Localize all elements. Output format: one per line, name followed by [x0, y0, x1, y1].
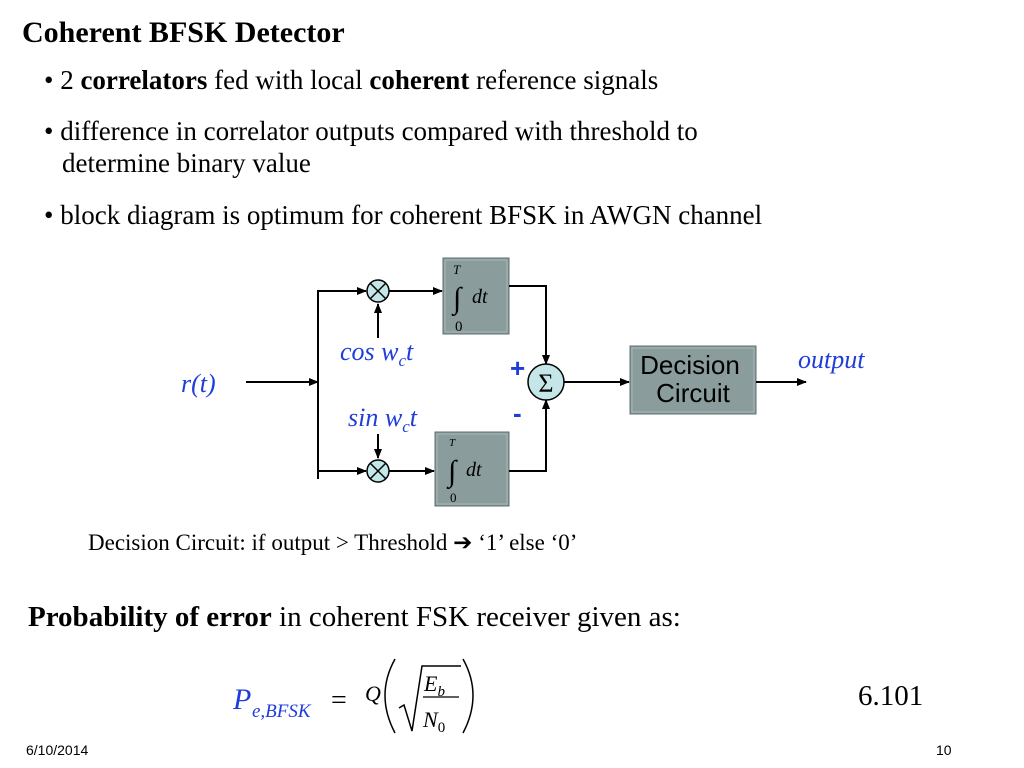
upper-branch-wire	[317, 287, 367, 479]
lower-int-to-summer-wire	[509, 399, 550, 472]
bullet-correlators: • 2 correlators fed with local coherent …	[44, 63, 658, 97]
decision-label-line2: Circuit	[656, 378, 730, 408]
lower-limit: 0	[455, 319, 463, 335]
bullet-text-line1: difference in correlator outputs compare…	[60, 116, 698, 146]
upper-integrator: T ∫ dt 0	[442, 257, 510, 335]
decision-rule-note: Decision Circuit: if output > Threshold …	[88, 530, 577, 556]
bullet-text-pre: 2	[60, 65, 81, 95]
right-paren	[462, 658, 474, 734]
bullet-text: block diagram is optimum for coherent BF…	[60, 200, 763, 230]
lower-integrator: T ∫ dt 0	[434, 431, 510, 507]
probability-bold: Probability of error	[28, 601, 272, 633]
formula-Q: Q	[365, 681, 381, 706]
bullet-mark: •	[44, 65, 54, 95]
bullet-mark: •	[44, 200, 54, 230]
bullet-bold-correlators: correlators	[80, 65, 208, 95]
plus-sign: +	[510, 353, 525, 383]
dt-label: dt	[466, 459, 482, 481]
integral-sign: ∫	[451, 282, 463, 317]
decision-circuit-box: Decision Circuit	[629, 345, 757, 415]
formula-subscript: e,BFSK	[252, 701, 312, 722]
upper-multiplier	[366, 279, 390, 303]
left-paren	[384, 658, 396, 734]
lower-limit: 0	[450, 490, 457, 505]
input-signal-label: r(t)	[181, 369, 216, 398]
sigma-symbol: Σ	[538, 369, 553, 398]
bullet-difference-line2: determine binary value	[62, 148, 311, 178]
lower-multiplier	[366, 459, 390, 483]
decision-label-line1: Decision	[640, 350, 740, 380]
probability-heading: Probability of error in coherent FSK rec…	[28, 601, 681, 634]
denominator: N0	[422, 707, 445, 736]
decision-rule-post: ‘1’ else ‘0’	[472, 530, 578, 555]
upper-limit: T	[453, 262, 461, 277]
sqrt-sign	[398, 665, 461, 732]
formula-equals: =	[331, 685, 347, 716]
dt-label: dt	[472, 286, 488, 308]
cos-reference-label: cos wct	[340, 337, 414, 370]
upper-int-to-summer-wire	[509, 285, 550, 365]
bullet-bold-coherent: coherent	[369, 65, 470, 95]
sin-reference-label: sin wct	[348, 403, 418, 436]
upper-limit: T	[449, 437, 456, 449]
bullet-text-post: reference signals	[469, 65, 659, 95]
footer-date: 6/10/2014	[26, 742, 89, 758]
output-label: output	[798, 345, 865, 374]
slide-title: Coherent BFSK Detector	[22, 16, 345, 49]
arrow-icon: ➔	[453, 530, 473, 555]
summer: Σ	[527, 363, 565, 401]
decision-rule-pre: Decision Circuit: if output > Threshold	[88, 530, 454, 555]
minus-sign: -	[513, 398, 522, 428]
formula-P: P	[232, 683, 251, 716]
probability-formula: P e,BFSK = Q Eb N0	[232, 658, 474, 736]
probability-rest: in coherent FSK receiver given as:	[271, 601, 681, 633]
equation-number: 6.101	[858, 680, 924, 712]
bullet-mark: •	[44, 116, 54, 146]
bullet-text-mid: fed with local	[207, 65, 370, 95]
numerator: Eb	[423, 671, 445, 700]
integral-sign: ∫	[446, 455, 458, 490]
bullet-optimum: • block diagram is optimum for coherent …	[44, 198, 762, 232]
footer-page-number: 10	[936, 742, 952, 758]
bullet-difference: • difference in correlator outputs compa…	[44, 114, 698, 148]
